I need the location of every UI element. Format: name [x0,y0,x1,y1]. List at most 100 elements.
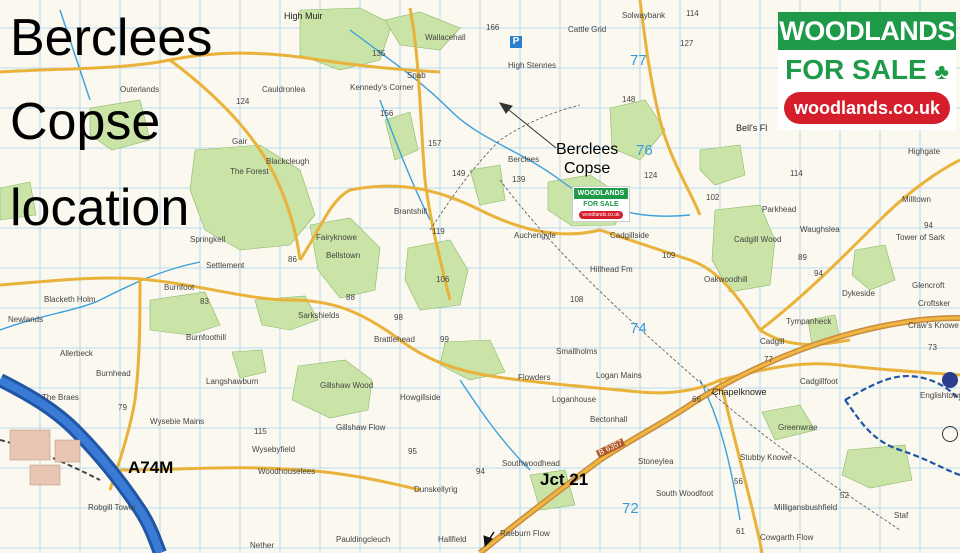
parking-icon: P [510,36,522,48]
place-label: Blackcleugh [266,157,310,166]
paths [429,104,901,531]
place-label: Stoneylea [638,457,674,466]
place-label: Burnfoot [164,283,195,292]
place-label: Outerlands [120,85,160,94]
spot-height: 102 [706,193,720,202]
place-label: Bectonhall [590,415,628,424]
grid-number-74: 74 [630,320,647,337]
spot-height: 83 [200,297,209,306]
spot-height: 156 [380,109,394,118]
place-label: Dykeside [842,289,875,298]
junction-arrow [483,531,495,548]
spot-height: 52 [840,491,849,500]
spot-height: 124 [644,171,658,180]
place-label: Parkhead [762,205,797,214]
place-label: Wallacehall [425,33,466,42]
grid-number-77: 77 [630,52,647,69]
title-line-3: location [10,179,190,237]
place-label: Waughslea [800,225,840,234]
place-label: Nether [250,541,275,550]
callout-line-1: Berclees [556,141,619,158]
place-label: Chapelknowe [712,387,767,397]
place-label: Bellstown [326,251,361,260]
junction-label: Jct 21 [540,470,589,489]
place-label: Newlands [8,315,44,324]
place-label: Blacketh Holm [44,295,96,304]
spot-height: 98 [394,313,403,322]
place-label: Brattlehead [374,335,415,344]
place-label: Flowders [518,373,551,382]
berclees-copse-callout: Berclees Copse [556,140,618,178]
spot-height: 56 [734,477,743,486]
brand-url: woodlands.co.uk [784,92,950,124]
place-label: Milltown [902,195,931,204]
place-label: Cauldronlea [262,85,306,94]
place-label: High Stenries [508,61,557,70]
spot-height: 166 [486,23,500,32]
place-label: Dunskellyrig [414,485,458,494]
spot-height: 119 [432,227,445,236]
place-label: Burnhead [96,369,131,378]
place-label: Staf [894,511,909,520]
place-label: Auchengyle [514,231,556,240]
place-label: Stubby Knowe [740,453,792,462]
spot-height: 115 [254,427,267,436]
spot-height: 95 [408,447,417,456]
brand-line-2-text: FOR SALE [785,54,927,85]
spot-height: 148 [622,95,636,104]
place-label: The Forest [230,167,269,176]
place-label: Wysebyfield [252,445,296,454]
spot-height: 61 [736,527,745,536]
place-label: Tower of Sark [896,233,945,242]
place-label: Snab [407,71,426,80]
woodlands-for-sale-sign: WOODLANDS FOR SALE woodlands.co.uk [572,186,630,222]
place-label: Brantshill [394,207,427,216]
place-label: The Braes [42,393,79,402]
spot-height: 124 [236,97,250,106]
spot-height: 88 [346,293,355,302]
spot-height: 66 [692,395,701,404]
compass-icon [942,372,958,388]
spot-height: 114 [790,169,803,178]
place-label: Sarkshields [298,311,340,320]
spot-height: 149 [452,169,466,178]
spot-height: 114 [686,9,699,18]
grid-number-72: 72 [622,500,639,517]
mini-sign-line-2: FOR SALE [583,201,619,208]
place-label: Gillshaw Flow [336,423,386,432]
place-label: Cadgill Wood [734,235,782,244]
brand-line-1: WOODLANDS [778,12,956,50]
place-label: Cadgillside [610,231,650,240]
motorway [0,373,167,553]
mini-sign-line-3: woodlands.co.uk [579,211,623,219]
spot-height: 157 [428,139,442,148]
place-label: Smallholms [556,347,598,356]
place-label: Cadgillfoot [800,377,838,386]
b-road-center [479,316,960,553]
place-label: Robgill Tower [88,503,136,512]
spot-height: 86 [288,255,297,264]
place-label: Highgate [908,147,941,156]
spot-height: 94 [924,221,933,230]
grid-number-76: 76 [636,142,653,159]
place-label: Cattle Grid [568,25,607,34]
place-label: Hillhead Fm [590,265,633,274]
place-label: Hallfield [438,535,467,544]
place-label: Cowgarth Flow [760,533,814,542]
built-up-area [9,429,81,486]
place-label: Solwaybank [622,11,666,20]
callout-line-2: Copse [564,160,611,178]
spot-height: 94 [476,467,485,476]
place-label: Gair [232,137,248,146]
place-label: Craw's Knowe [908,321,959,330]
brand-line-2: FOR SALE ♣ [778,52,956,88]
spot-height: 139 [512,175,526,184]
woodlands-for-sale-logo: WOODLANDS FOR SALE ♣ woodlands.co.uk [778,12,956,130]
place-label: Greenwrae [778,423,818,432]
spot-height: 77 [764,355,773,364]
spot-height: 79 [118,403,127,412]
spot-height: 109 [662,251,676,260]
spot-height: 94 [814,269,823,278]
title-line-1: Berclees [10,9,213,67]
